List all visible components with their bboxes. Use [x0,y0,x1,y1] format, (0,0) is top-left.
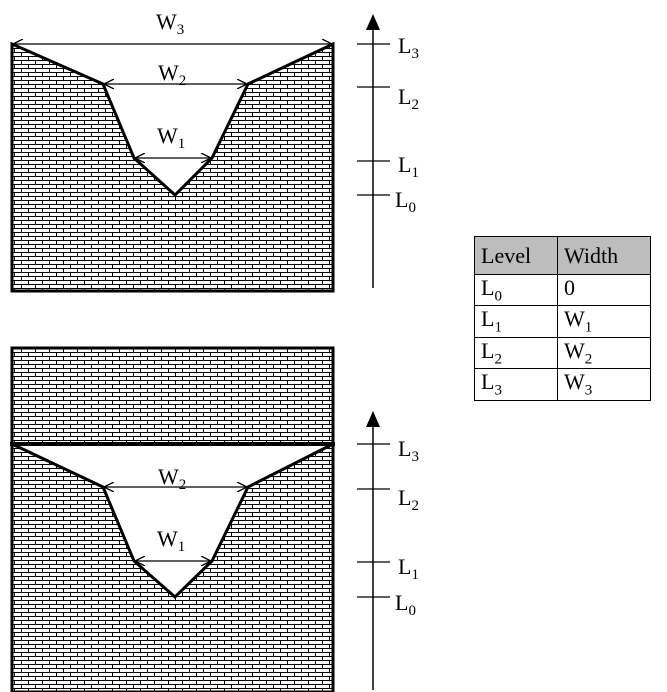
bottom-w1-label: W1 [157,526,185,555]
w1-label: W1 [157,123,185,152]
level-cell: L3 [474,368,558,401]
bottom-l0-label: L0 [395,590,416,619]
table-header-row: Level Width [474,236,651,275]
top-l2-label: L2 [398,84,419,113]
w3-label: W3 [156,9,184,38]
top-l0-label: L0 [395,187,416,216]
level-column-header: Level [474,236,558,275]
level-cell: L0 [474,273,558,307]
bottom-l2-label: L2 [398,485,419,514]
width-cell: W3 [557,368,651,401]
table-row: L3 W3 [474,368,651,401]
top-terrain [10,41,335,293]
table-row: L2 W2 [474,336,651,370]
width-column-header: Width [557,236,651,275]
w2-label: W2 [158,60,186,89]
level-cell: L2 [474,336,558,370]
bottom-terrain [10,441,335,692]
bottom-l1-label: L1 [398,554,419,583]
width-cell: 0 [557,273,651,307]
table-row: L1 W1 [474,305,651,338]
top-l3-label: L3 [398,33,419,62]
bottom-w2-label: W2 [158,464,186,493]
top-figure: W3 W2 W1 L3 L2 L1 L0 [10,9,419,293]
width-cell: W2 [557,336,651,370]
top-l1-label: L1 [398,152,419,181]
bottom-fill-block [10,346,335,446]
table-row: L0 0 [474,273,651,307]
level-width-table: Level Width L0 0 L1 W1 L2 W2 L3 W3 [474,236,651,401]
level-cell: L1 [474,305,558,338]
bottom-figure: W2 W1 L3 L2 L1 L0 [10,346,419,692]
width-cell: W1 [557,305,651,338]
bottom-l3-label: L3 [398,436,419,465]
